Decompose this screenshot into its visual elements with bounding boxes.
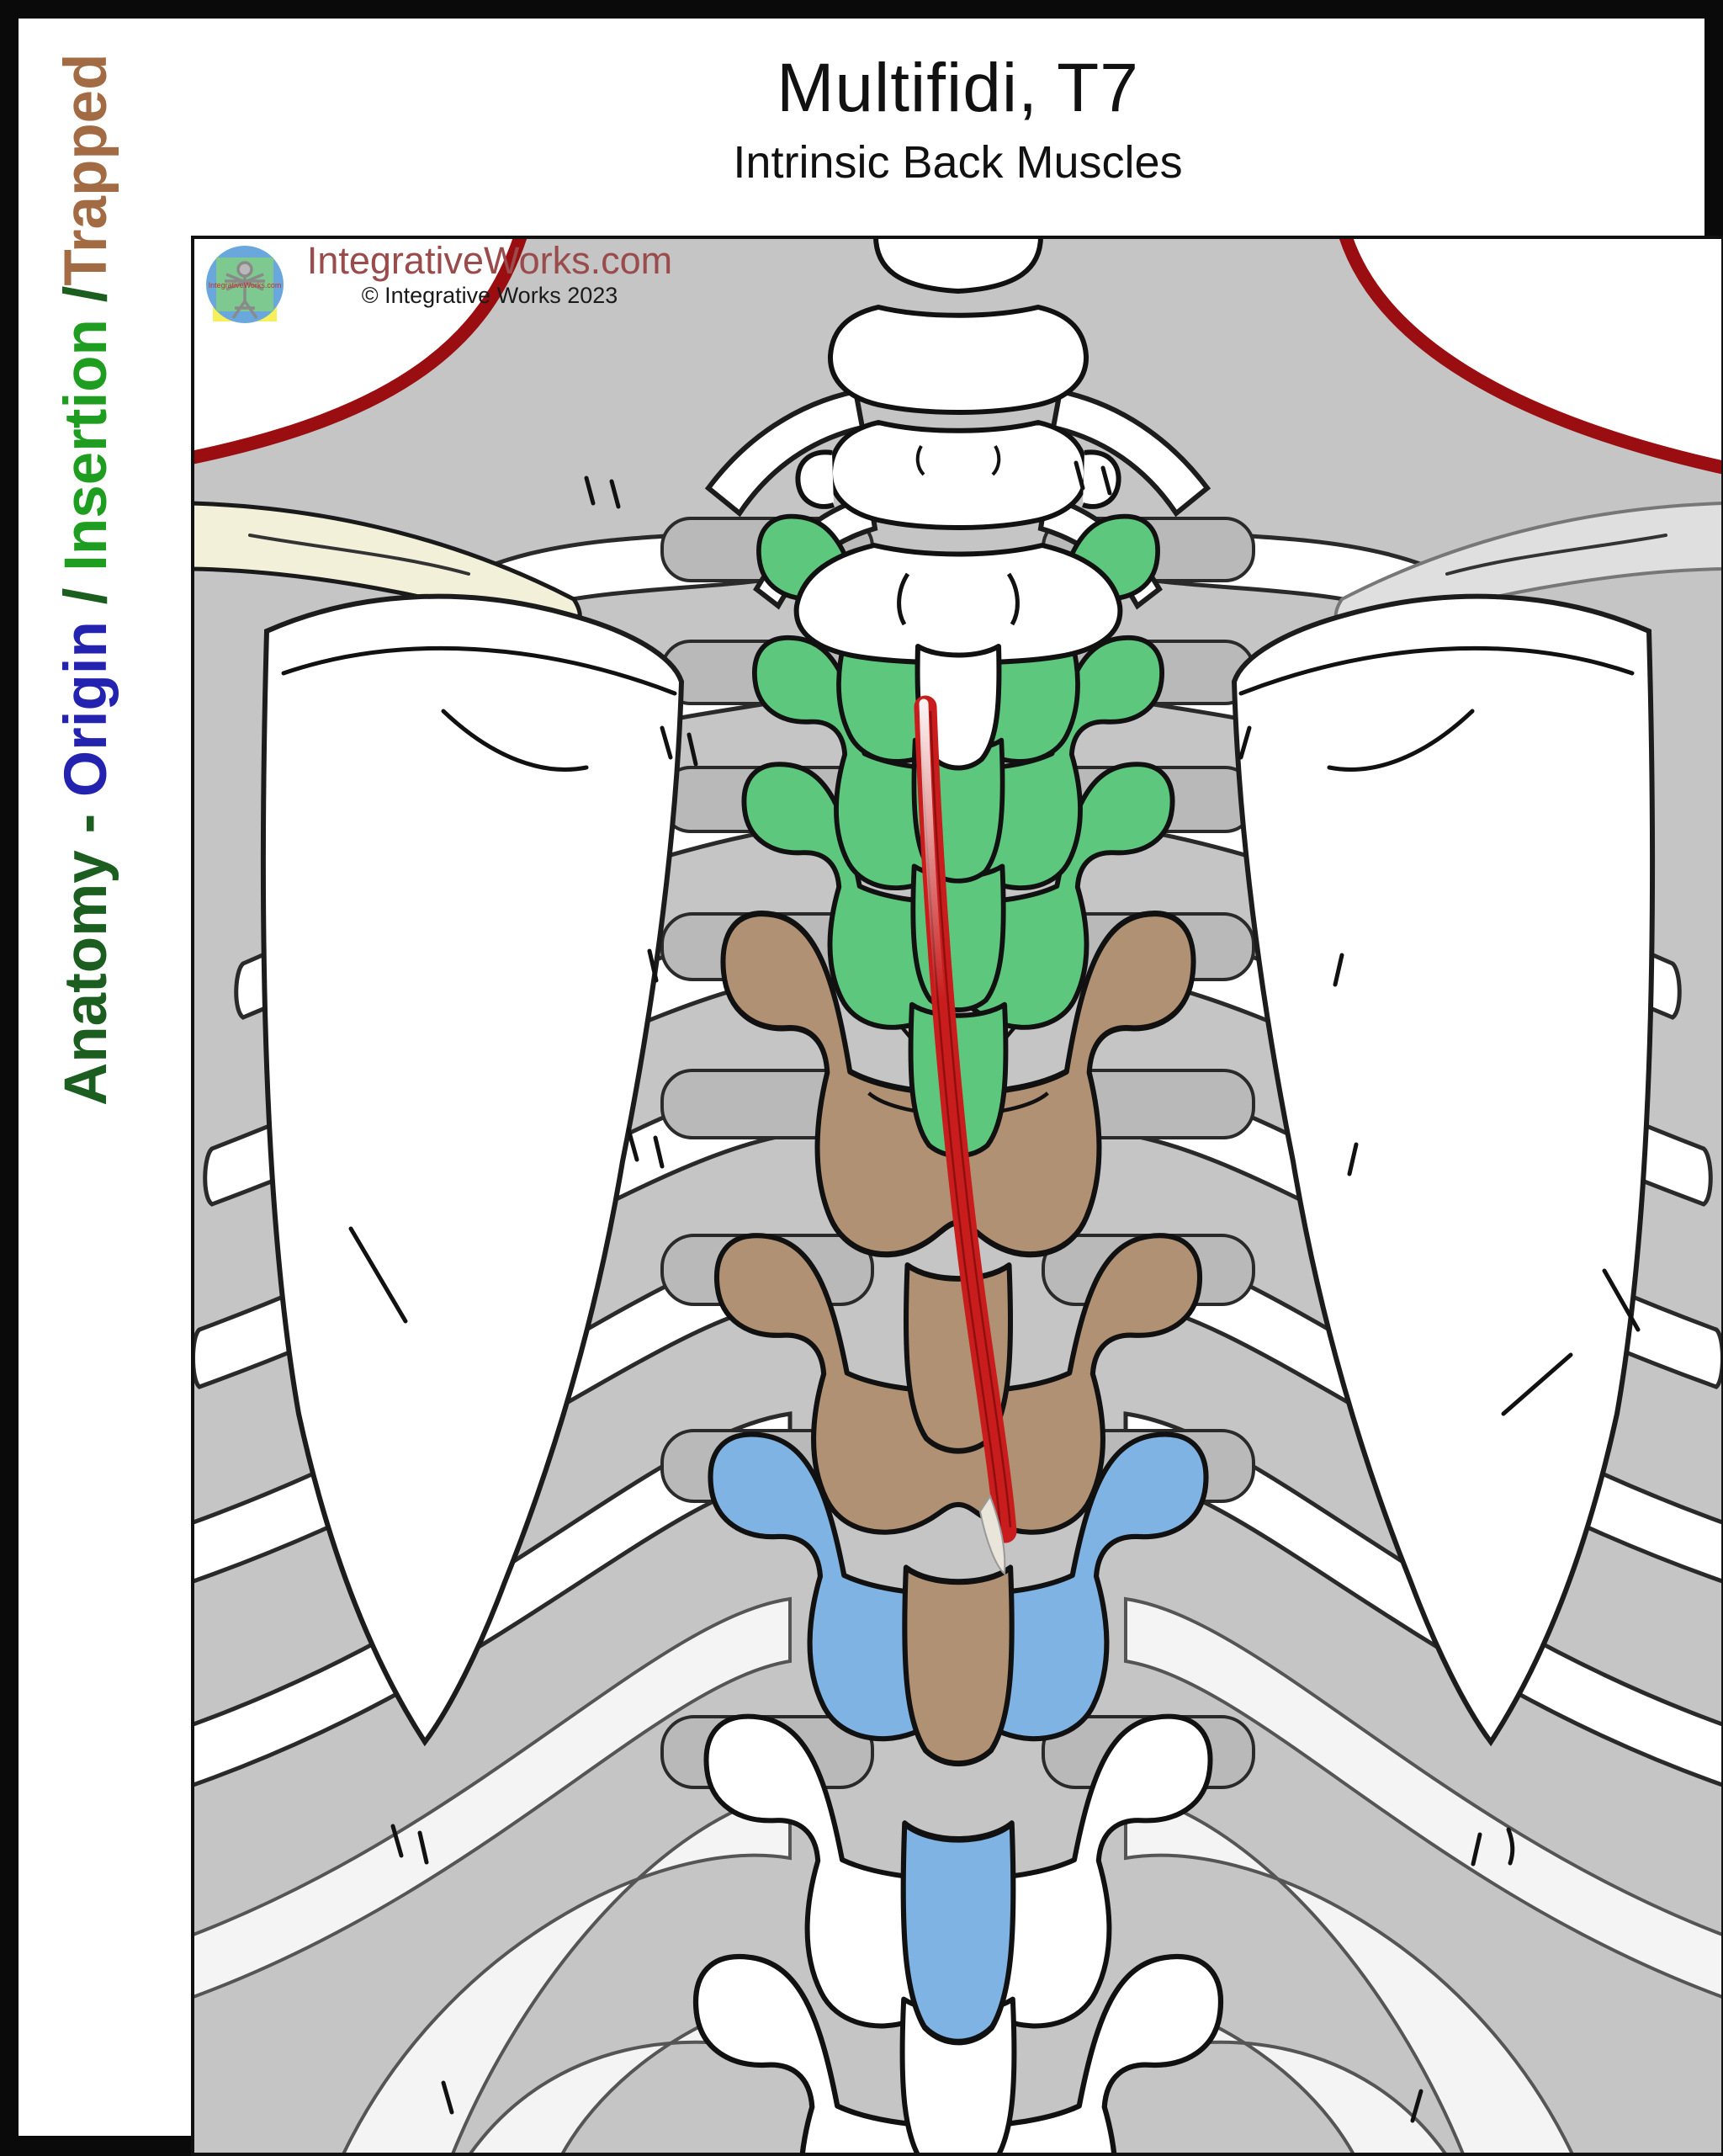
- vertebra-c6: [827, 420, 1089, 530]
- c6-nub-left: [795, 449, 835, 509]
- page-subtitle: Intrinsic Back Muscles: [733, 137, 1183, 188]
- brand-copyright-text: © Integrative Works 2023: [361, 282, 618, 308]
- side-axis-label: Anatomy - Origin / Insertion /Trapped: [52, 53, 120, 1106]
- bone-texture-marks: [390, 460, 1515, 2123]
- c7-facet-marks: [897, 572, 1020, 626]
- brand-credit: IntegrativeWorks.com © Integrative Works…: [271, 239, 708, 309]
- scapula-left: [260, 593, 685, 1747]
- side-label-segment: /: [53, 285, 119, 320]
- brand-site-text: IntegrativeWorks.com: [306, 239, 673, 282]
- muscle-tendon-top: [919, 698, 946, 1006]
- scapula-right: [1231, 593, 1656, 1747]
- vitruvian-man-icon: [225, 261, 265, 320]
- title-block: Multifidi, T7 Intrinsic Back Muscles: [191, 49, 1723, 189]
- side-label-segment: Origin: [53, 621, 119, 798]
- brand-logo: IntegrativeWorks.com: [206, 246, 284, 323]
- muscle-fiber: [929, 710, 1012, 1528]
- clavicle-left-ridge: [248, 534, 470, 576]
- trapezius-outline-left: [191, 236, 528, 465]
- multifidus-muscle: [914, 695, 1017, 1575]
- side-label-segment: Insertion: [53, 319, 119, 571]
- side-label-segment: Anatomy -: [53, 797, 119, 1106]
- trapezius-outline-right: [1339, 236, 1723, 475]
- side-label-segment: Trapped: [53, 53, 119, 286]
- page-title: Multifidi, T7: [777, 50, 1139, 126]
- c6-nub-right: [1082, 449, 1121, 509]
- vertebra-c4: [873, 236, 1043, 294]
- anatomy-illustration: IntegrativeWorks.com: [191, 236, 1723, 2156]
- logo-text: IntegrativeWorks.com: [209, 281, 282, 289]
- cervical-vertebrae: [793, 236, 1123, 771]
- vertebra-c7: [793, 543, 1123, 666]
- vertebra-c5: [827, 305, 1089, 415]
- neckline-right-white: [1345, 236, 1723, 468]
- c6-facet-marks: [915, 444, 1001, 476]
- vertebral-column: [696, 236, 1221, 2156]
- clavicle-right-ridge: [1445, 534, 1667, 576]
- side-label-segment: /: [53, 571, 119, 622]
- muscle-tendon-tip: [978, 1494, 1006, 1575]
